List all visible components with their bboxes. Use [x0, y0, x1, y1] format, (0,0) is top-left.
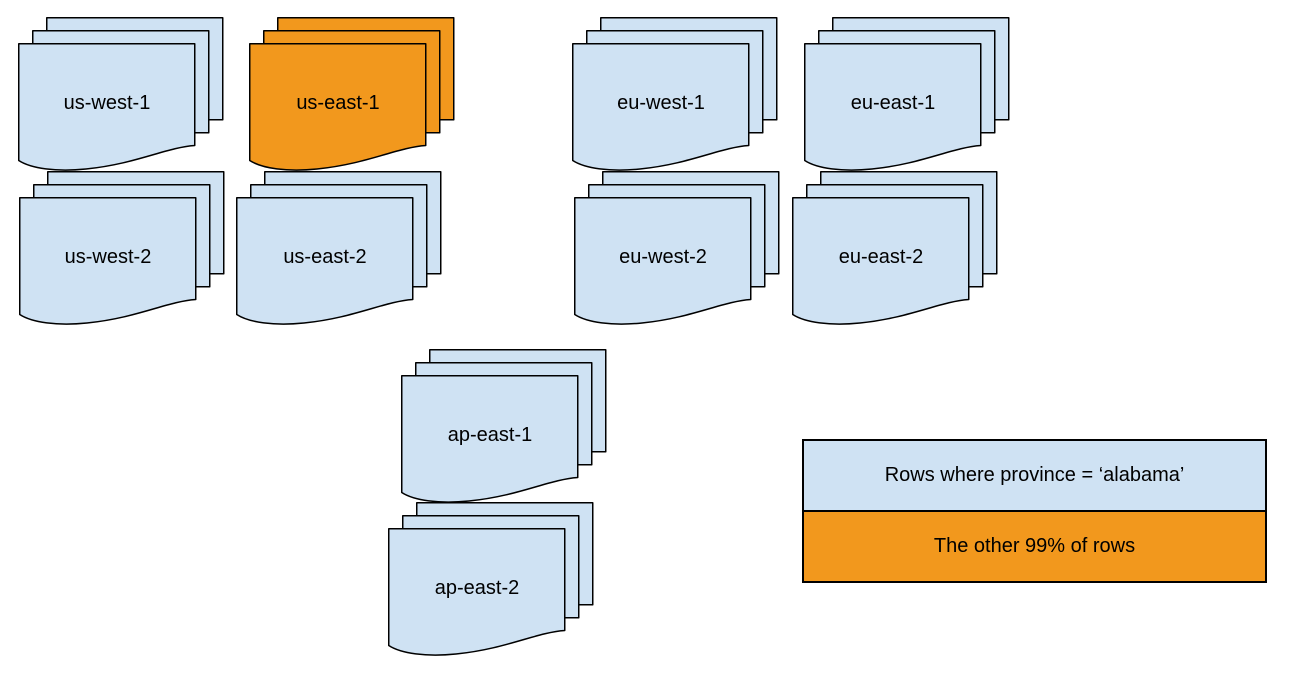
legend-row-alabama: Rows where province = ‘alabama’ — [804, 441, 1265, 510]
region-stack-us-west-2: us-west-2 — [19, 171, 225, 328]
region-stack-eu-west-2: eu-west-2 — [574, 171, 780, 328]
document-stack-icon — [19, 171, 225, 325]
region-label: us-west-2 — [64, 246, 152, 268]
region-label: eu-west-1 — [617, 92, 705, 114]
region-stack-us-west-1: us-west-1 — [18, 17, 224, 174]
region-stack-eu-east-1: eu-east-1 — [804, 17, 1010, 174]
region-label: us-east-1 — [296, 92, 380, 114]
region-label: eu-east-1 — [850, 92, 936, 114]
document-stack-icon — [388, 502, 594, 656]
legend-row-label: The other 99% of rows — [933, 535, 1136, 557]
document-stack-icon — [249, 17, 455, 171]
region-stack-us-east-1: us-east-1 — [249, 17, 455, 174]
legend-row-label: Rows where province = ‘alabama’ — [884, 464, 1185, 486]
document-stack-icon — [572, 17, 778, 171]
region-stack-eu-west-1: eu-west-1 — [572, 17, 778, 174]
legend-row-other-rows: The other 99% of rows — [804, 510, 1265, 581]
region-stack-ap-east-2: ap-east-2 — [388, 502, 594, 659]
document-stack-icon — [574, 171, 780, 325]
region-label: eu-east-2 — [838, 246, 924, 268]
region-stack-us-east-2: us-east-2 — [236, 171, 442, 328]
document-stack-icon — [236, 171, 442, 325]
region-stack-eu-east-2: eu-east-2 — [792, 171, 998, 328]
document-stack-icon — [401, 349, 607, 503]
legend: Rows where province = ‘alabama’ The othe… — [802, 439, 1267, 583]
region-label: us-west-1 — [63, 92, 151, 114]
document-stack-icon — [18, 17, 224, 171]
region-label: eu-west-2 — [619, 246, 707, 268]
region-label: ap-east-2 — [434, 577, 520, 599]
region-label: ap-east-1 — [447, 424, 533, 446]
document-stack-icon — [804, 17, 1010, 171]
region-label: us-east-2 — [283, 246, 367, 268]
region-stack-ap-east-1: ap-east-1 — [401, 349, 607, 506]
document-stack-icon — [792, 171, 998, 325]
